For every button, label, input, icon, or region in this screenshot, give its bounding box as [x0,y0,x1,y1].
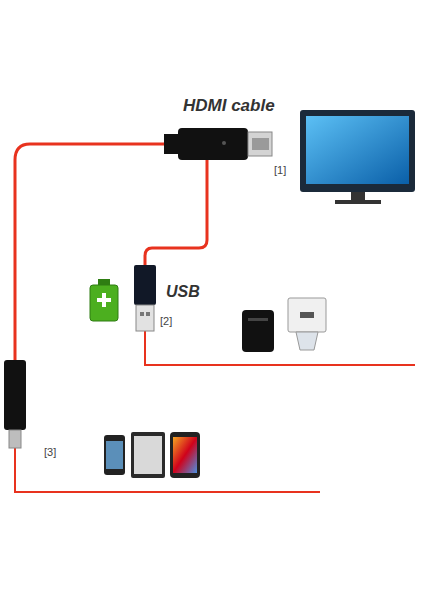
callout-number: [3] [44,446,56,458]
callout-number: [2] [160,315,172,327]
hdmi-connector [164,128,272,160]
micro-usb-connector [4,360,26,448]
callout-number: [1] [274,164,286,176]
battery-icon [90,279,118,321]
monitor-icon [300,110,415,204]
device-icons [104,432,200,478]
usb-connector [134,265,156,331]
connector-label: USB [166,283,200,301]
charger-icons [242,298,326,352]
cable-wires [15,144,415,492]
cable-title: HDMI cable [183,97,275,116]
